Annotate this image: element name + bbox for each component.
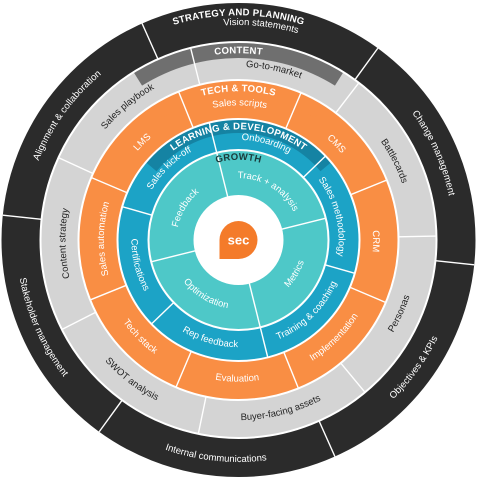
ring-learning-divider — [259, 327, 269, 358]
ring-tech-divider — [283, 351, 300, 389]
ring-tech-segment-label: Evaluation — [215, 372, 260, 385]
ring-tech-divider — [349, 286, 387, 304]
ring-growth-divider — [216, 152, 229, 198]
ring-content-divider — [335, 82, 360, 114]
ring-learning-title-band — [145, 119, 332, 172]
ring-learning-divider — [324, 264, 356, 275]
ring-growth-divider — [248, 282, 261, 328]
ring-tech — [78, 80, 399, 400]
ring-tech-segment-label: CRM — [370, 230, 381, 253]
ring-growth-inner-edge — [193, 195, 284, 285]
ring-tech-segment-label: Sales scripts — [212, 97, 269, 111]
ring-content-divider — [340, 362, 366, 393]
ring-strategy — [1, 3, 476, 477]
core-layer: sec — [195, 197, 282, 283]
ring-strategy-divider — [318, 420, 336, 457]
ring-strategy-divider — [354, 47, 379, 81]
ring-content-divider — [189, 47, 201, 85]
ring-strategy-divider — [435, 260, 475, 266]
ring-strategy-divider — [2, 214, 42, 220]
ring-strategy-inner-edge — [39, 41, 438, 439]
ring-tech-inner-edge — [116, 118, 361, 362]
ring-content-title: CONTENT — [214, 45, 264, 58]
ring-learning — [117, 119, 360, 361]
ring-growth-divider — [281, 217, 326, 231]
ring-content-title-band — [133, 42, 344, 86]
ring-tech-title-band — [153, 80, 324, 118]
dividers-layer — [2, 23, 475, 457]
ring-growth-title: GROWTH — [214, 152, 262, 166]
ring-strategy-divider — [98, 399, 123, 433]
ring-strategy-divider — [141, 23, 159, 60]
ring-content-divider — [197, 396, 207, 435]
ring-learning-divider — [208, 122, 218, 153]
ring-learning-divider — [150, 302, 175, 325]
ring-growth-divider — [151, 249, 196, 263]
ring-tech-divider — [89, 284, 127, 301]
ring-tech-divider — [175, 351, 192, 388]
ring-tech-divider — [350, 179, 388, 196]
sec-logo-text: sec — [228, 233, 250, 248]
ring-learning-divider — [121, 205, 153, 216]
ring-content-inner-edge — [77, 79, 400, 401]
ring-content-divider — [58, 157, 94, 175]
ring-tech-segment-label: Sales automation — [96, 200, 112, 277]
ring-content — [40, 42, 437, 438]
ring-content-divider — [61, 311, 97, 331]
ring-tech-divider — [285, 92, 302, 129]
ring-tech-divider — [90, 176, 128, 194]
ring-learning-divider — [302, 155, 327, 178]
sec-logo-icon — [219, 221, 258, 259]
ring-learning-inner-edge — [147, 149, 330, 331]
ring-tech-divider — [177, 91, 194, 129]
ring-content-divider — [398, 235, 437, 238]
ring-growth — [148, 150, 329, 330]
